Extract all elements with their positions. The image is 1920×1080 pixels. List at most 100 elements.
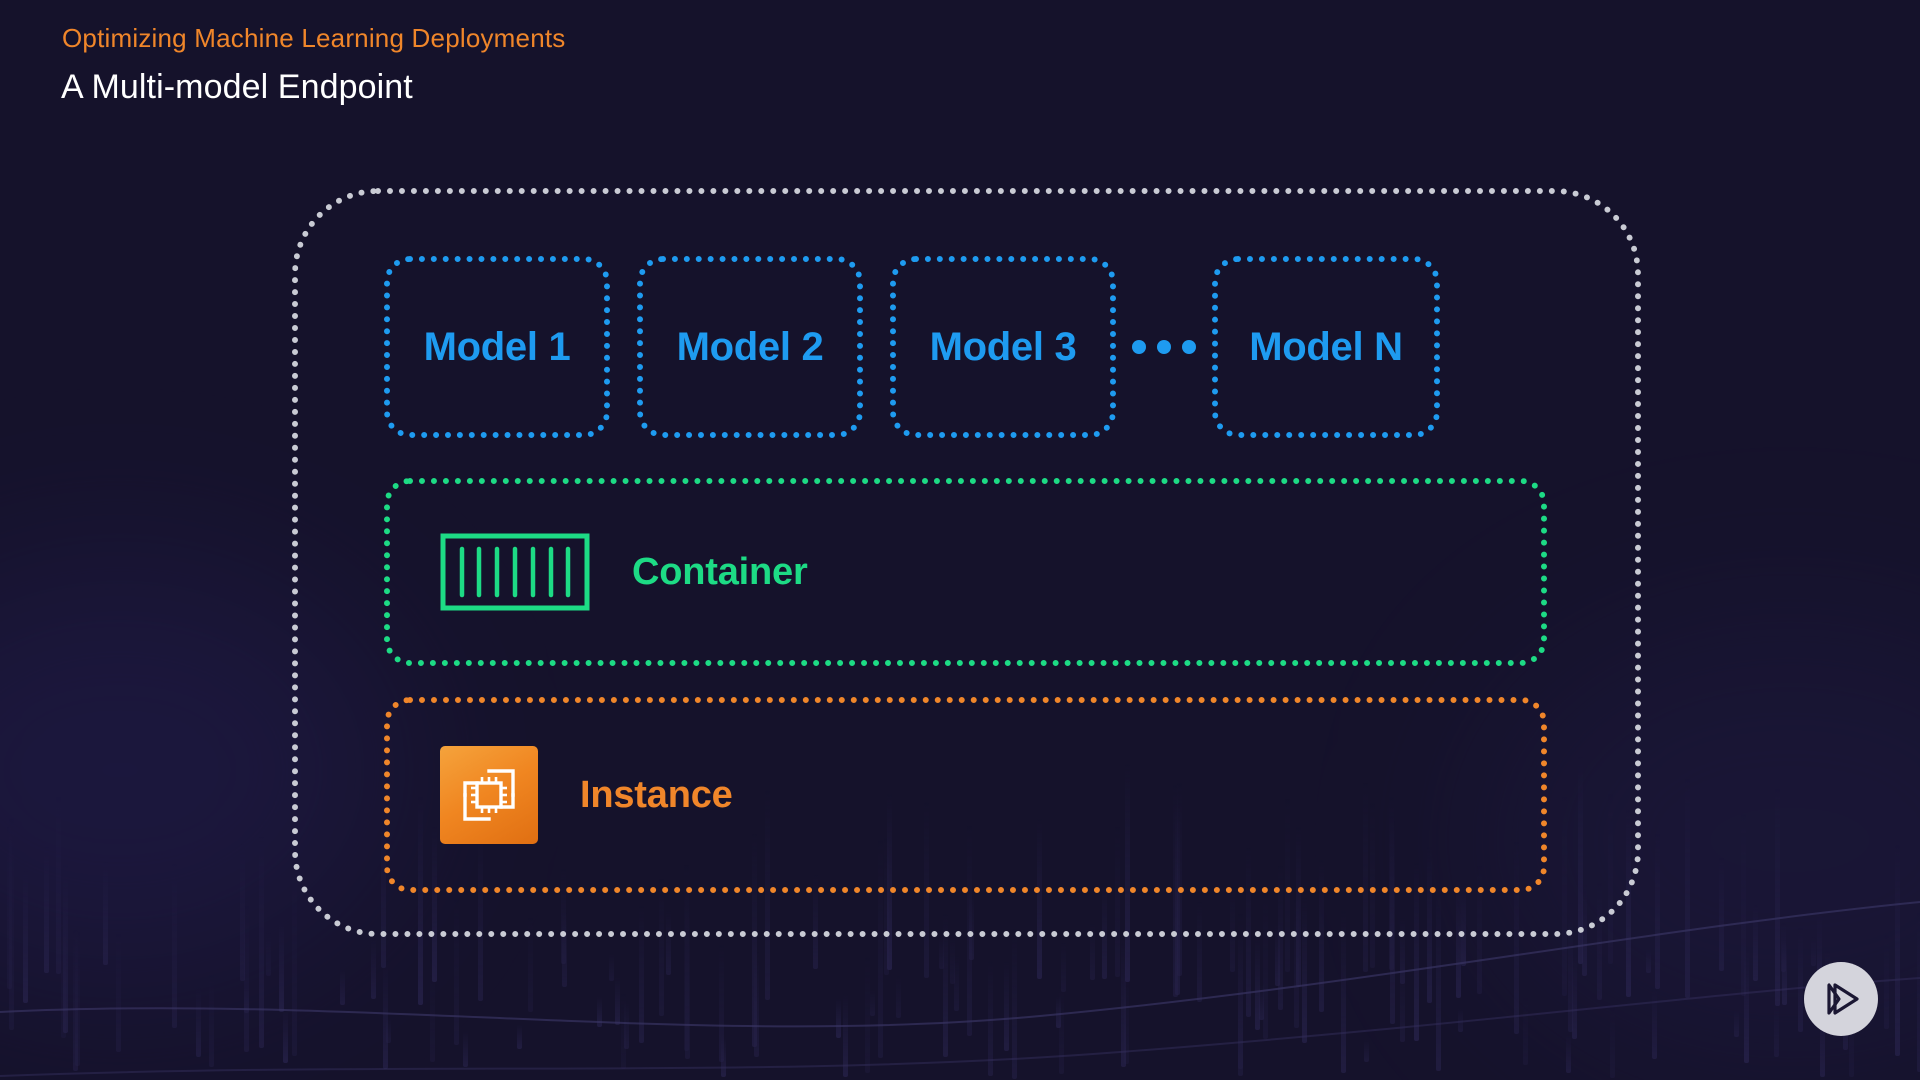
background-bar: [836, 998, 842, 1038]
background-bar: [718, 944, 724, 1063]
background-bar: [61, 908, 67, 1038]
background-bar: [1523, 996, 1528, 1066]
background-bar: [1121, 935, 1127, 1067]
background-bar: [623, 1001, 629, 1049]
model-box-2[interactable]: Model 2: [637, 256, 863, 438]
background-bar: [208, 973, 214, 1068]
background-bar: [1259, 983, 1265, 1021]
background-bar: [1610, 1006, 1615, 1078]
background-bar: [950, 932, 956, 984]
background-bar: [1654, 833, 1660, 990]
instance-icon-tile: [440, 746, 538, 844]
background-bar: [870, 989, 875, 1017]
background-bar: [1774, 1002, 1780, 1057]
background-bar: [621, 992, 627, 1069]
background-bar: [7, 824, 13, 990]
container-icon: [440, 533, 590, 611]
background-bar: [72, 928, 78, 1072]
background-bar: [1399, 963, 1405, 1042]
background-bar: [195, 987, 201, 1057]
background-bar: [1004, 960, 1010, 1051]
background-bar: [1684, 777, 1690, 999]
double-play-logo-icon: [1827, 983, 1859, 1015]
background-bar: [1255, 935, 1261, 1031]
background-bar: [1056, 996, 1061, 1028]
background-bar: [1775, 786, 1780, 1007]
background-bar: [1061, 941, 1067, 992]
background-bar: [116, 932, 122, 1053]
background-bar: [864, 955, 870, 1073]
background-bar: [339, 967, 345, 1006]
background-bar: [463, 1030, 469, 1067]
endpoint-boundary: [292, 188, 1641, 937]
background-bar: [1718, 857, 1724, 971]
brand-badge[interactable]: [1804, 962, 1878, 1036]
background-bar: [953, 955, 959, 1012]
background-bar: [938, 935, 944, 969]
background-bar: [1734, 1009, 1740, 1037]
ec2-instance-icon: [463, 769, 515, 821]
background-bar: [1458, 1007, 1464, 1032]
background-bar: [517, 1024, 523, 1050]
background-bar: [243, 904, 249, 1053]
background-bar: [1059, 984, 1065, 1074]
model-label: Model N: [1249, 324, 1403, 369]
background-bar: [258, 835, 264, 1049]
background-bar: [55, 794, 61, 974]
background-bar: [1740, 810, 1746, 996]
background-bar: [172, 862, 177, 1029]
background-bar: [265, 931, 271, 977]
background-bar: [596, 996, 602, 1028]
background-bar: [23, 869, 29, 1004]
background-bar: [8, 815, 14, 1031]
background-bar: [283, 1007, 289, 1064]
background-bar: [1652, 989, 1657, 1059]
background-bar: [385, 1017, 391, 1044]
background-bar: [1884, 934, 1890, 1029]
slide-headline: A Multi-model Endpoint: [61, 68, 413, 106]
model-label: Model 1: [423, 324, 571, 369]
model-box-n[interactable]: Model N: [1212, 256, 1440, 438]
slide-kicker: Optimizing Machine Learning Deployments: [62, 23, 566, 53]
background-bar: [279, 919, 285, 1013]
model-row: Model 1 Model 2 Model 3 Model N: [384, 256, 1547, 438]
background-bar: [239, 841, 245, 982]
background-bar: [842, 993, 848, 1077]
background-bar: [74, 930, 80, 1066]
background-bar: [1363, 1038, 1369, 1062]
background-bar: [43, 846, 49, 974]
background-bar: [243, 988, 249, 1014]
container-label: Container: [632, 550, 808, 593]
background-bar: [1781, 923, 1787, 972]
background-bar: [1797, 927, 1803, 1032]
background-bar: [1565, 1034, 1571, 1074]
background-bar: [292, 858, 298, 1056]
background-bar: [1895, 843, 1901, 1056]
model-box-1[interactable]: Model 1: [384, 256, 610, 438]
background-bar: [615, 975, 621, 1025]
background-bar: [63, 864, 68, 1033]
background-bar: [1811, 937, 1816, 967]
background-bar: [103, 860, 109, 965]
background-bar: [896, 976, 902, 1018]
background-bar: [988, 960, 993, 1077]
background-bar: [1238, 931, 1244, 1077]
ellipsis-icon: [1116, 340, 1212, 354]
background-bar: [1781, 941, 1787, 1005]
background-bar: [429, 957, 435, 1062]
background-bar: [370, 937, 376, 1000]
background-bar: [1645, 949, 1651, 973]
container-band: Container: [384, 478, 1547, 666]
background-bar: [1571, 953, 1577, 1039]
instance-band: Instance: [384, 697, 1547, 893]
background-bar: [608, 952, 614, 982]
background-bar: [1744, 948, 1749, 1063]
background-bar: [1123, 961, 1129, 1064]
background-bar: [753, 951, 759, 1058]
instance-label: Instance: [580, 773, 733, 816]
background-bar: [720, 1036, 726, 1078]
background-bar: [1753, 904, 1758, 981]
model-box-3[interactable]: Model 3: [890, 256, 1116, 438]
model-label: Model 2: [676, 324, 824, 369]
